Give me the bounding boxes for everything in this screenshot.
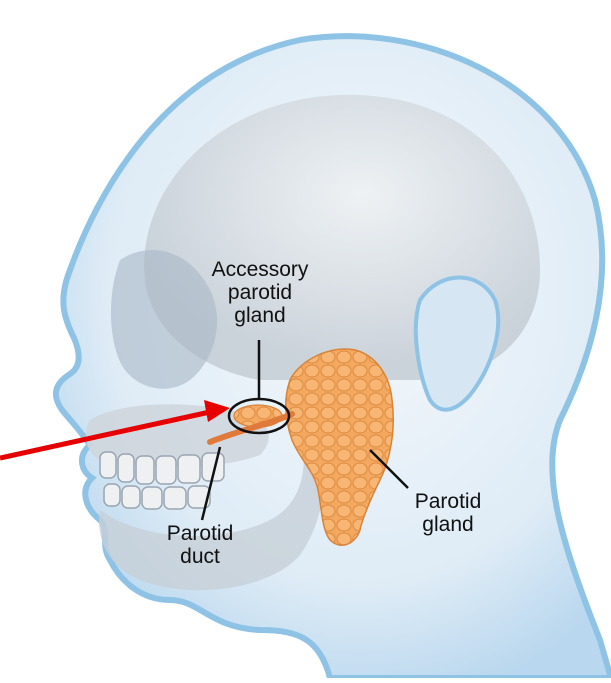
label-line: Parotid xyxy=(398,490,498,513)
label-line: parotid xyxy=(200,281,320,304)
label-line: duct xyxy=(148,545,252,568)
label-line: Accessory xyxy=(200,258,320,281)
label-line: gland xyxy=(398,513,498,536)
label-parotid-gland: Parotid gland xyxy=(398,490,498,536)
label-line: gland xyxy=(200,304,320,327)
label-line: Parotid xyxy=(148,522,252,545)
label-parotid-duct: Parotid duct xyxy=(148,522,252,568)
label-accessory-parotid-gland: Accessory parotid gland xyxy=(200,258,320,327)
